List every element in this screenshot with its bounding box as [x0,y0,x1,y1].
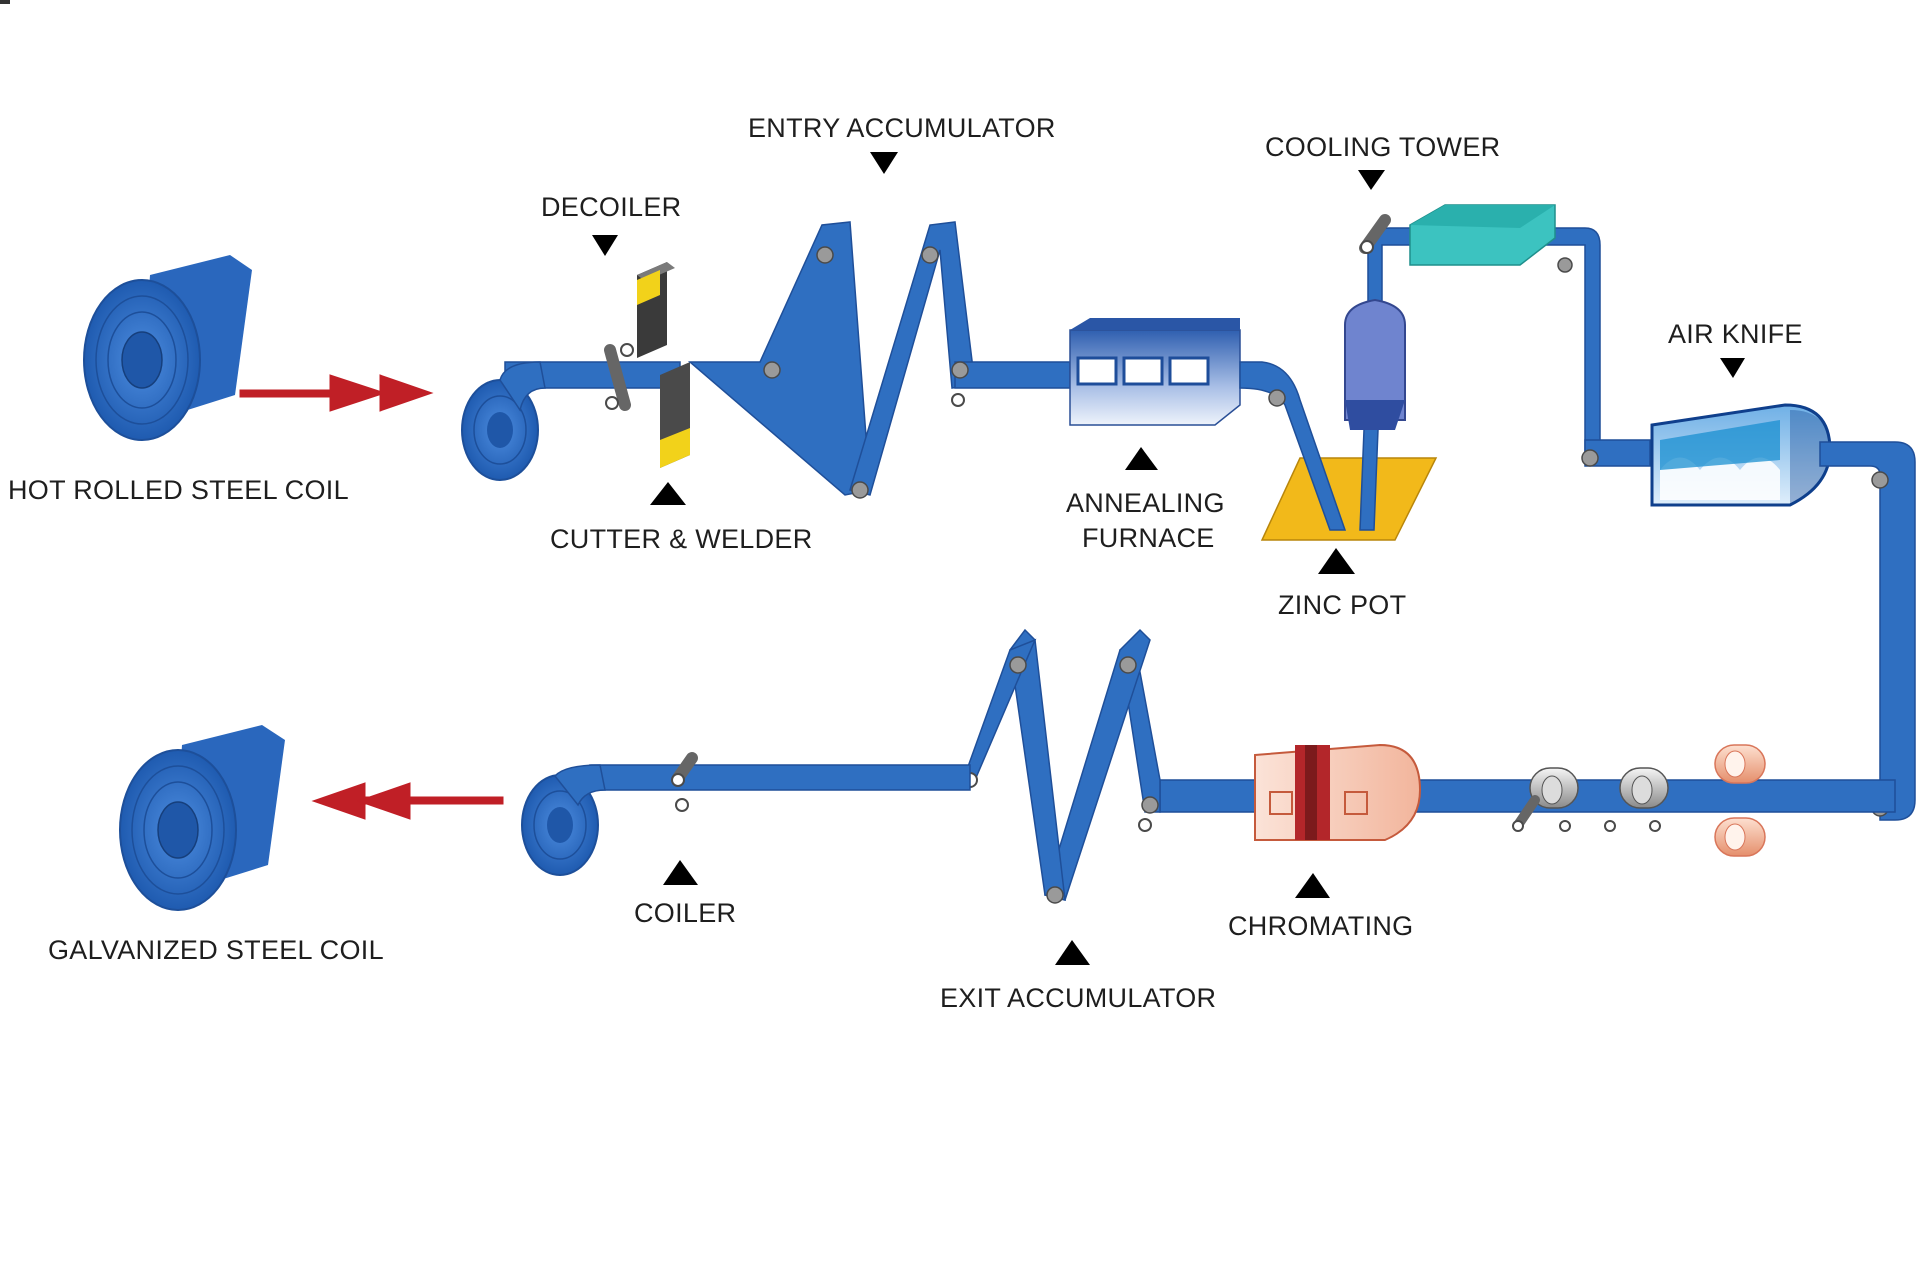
label-galvanized-coil: GALVANIZED STEEL COIL [48,935,384,965]
cutter-welder-icon [604,262,690,468]
zinc-pot-pointer-icon [1318,548,1355,574]
corner-mark [0,0,10,4]
annealing-furnace-icon [1069,318,1241,426]
flow-arrow-out-icon [311,782,504,820]
air-knife-pointer-icon [1720,358,1745,378]
decoiler-icon [461,361,681,481]
cutter-welder-pointer-icon [650,482,686,505]
chromating-pointer-icon [1295,873,1330,898]
annealing-furnace-pointer-icon [1125,447,1158,470]
label-annealing-1: ANNEALING [1066,488,1225,518]
coiler-pointer-icon [663,860,698,885]
label-air-knife: AIR KNIFE [1668,319,1803,349]
chromating-icon [1254,743,1422,841]
cooling-tower-icon [1344,204,1601,453]
galvanized-coil-icon [119,725,285,911]
label-cooling-tower: COOLING TOWER [1265,132,1500,162]
exit-accumulator-icon [962,628,1161,904]
return-strip-icon [1819,441,1916,821]
coiler-icon [521,752,971,876]
label-chromating: CHROMATING [1228,911,1414,941]
label-coiler: COILER [634,898,736,928]
exit-accumulator-pointer-icon [1055,940,1090,965]
entry-accumulator-icon [687,221,1071,499]
label-zinc-pot: ZINC POT [1278,590,1406,620]
entry-accumulator-pointer-icon [870,152,898,174]
hot-rolled-coil-icon [83,255,252,441]
label-cutter-welder: CUTTER & WELDER [550,524,813,554]
label-exit-accumulator: EXIT ACCUMULATOR [940,983,1216,1013]
tension-rolls-icon [1512,744,1766,857]
label-annealing-2: FURNACE [1082,523,1215,553]
label-entry-accumulator: ENTRY ACCUMULATOR [748,113,1056,143]
air-knife-icon [1581,403,1832,507]
label-hot-rolled-coil: HOT ROLLED STEEL COIL [8,475,349,505]
label-decoiler: DECOILER [541,192,681,222]
zinc-pot-icon [1239,329,1438,541]
decoiler-pointer-icon [592,235,618,256]
flow-arrow-in-icon [239,374,434,412]
cooling-tower-pointer-icon [1358,170,1385,190]
